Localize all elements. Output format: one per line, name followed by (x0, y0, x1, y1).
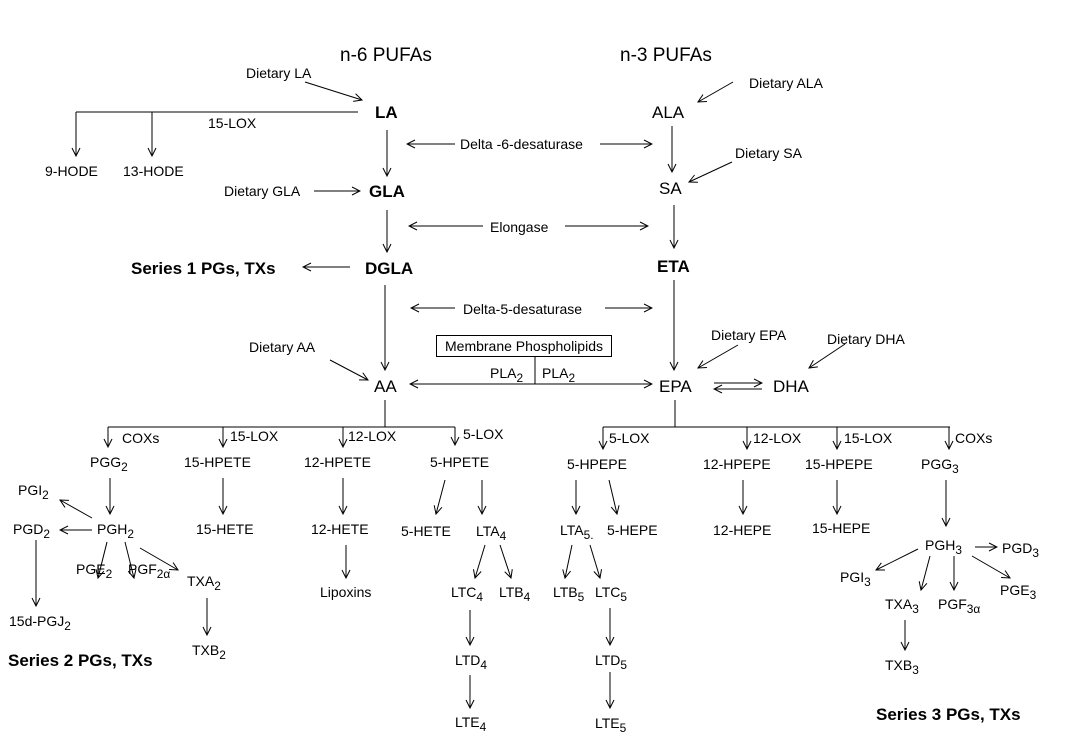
dietary-dha-label: Dietary DHA (827, 331, 905, 347)
dietary-sa-label: Dietary SA (735, 145, 802, 161)
enzyme-delta6-desaturase: Delta -6-desaturase (460, 136, 583, 152)
epa-5-lox-label: 5-LOX (609, 430, 650, 446)
arrow-ltb5 (565, 544, 573, 578)
node-lta5: LTA5. (560, 522, 594, 543)
arrow-ltc5 (589, 544, 600, 578)
node-ltd5: LTD5 (595, 652, 628, 673)
arrow-ltc4 (475, 544, 486, 578)
arrow-pgh3-pgi3 (876, 548, 919, 570)
pla2-left-label: PLA2 (490, 365, 524, 386)
arrow-dietary-dha (809, 343, 846, 368)
arrow-dietary-la (304, 81, 362, 100)
enzyme-elongase: Elongase (490, 219, 549, 235)
node-pgh2: PGH2 (97, 521, 134, 542)
epa-15-lox-label: 15-LOX (844, 430, 893, 446)
node-ltd4: LTD4 (455, 652, 488, 673)
arrow-pgh3-pge3 (971, 555, 1010, 578)
node-pgi2: PGI2 (18, 482, 49, 503)
node-la: LA (375, 103, 398, 122)
node-lte4: LTE4 (455, 714, 487, 735)
node-txa3: TXA3 (885, 596, 919, 617)
node-txa2: TXA2 (187, 573, 221, 594)
node-pge2: PGE2 (76, 561, 113, 582)
node-txb2: TXB2 (192, 642, 226, 663)
arrow-pgh2-pgi2 (60, 500, 93, 519)
node-pgf2a: PGF2α (128, 561, 171, 582)
series-1-label: Series 1 PGs, TXs (131, 259, 276, 278)
node-15-hete: 15-HETE (196, 521, 254, 537)
node-lte5: LTE5 (595, 715, 627, 736)
arrow-5-hepe (608, 479, 617, 514)
node-pgd2: PGD2 (13, 521, 50, 542)
arrow-dietary-aa (329, 359, 368, 380)
node-lipoxins: Lipoxins (320, 584, 372, 600)
node-dha: DHA (773, 377, 809, 396)
node-ltc4: LTC4 (451, 584, 484, 605)
node-pgi3: PGI3 (840, 569, 871, 590)
arrow-pgh2-txa2 (139, 547, 178, 570)
node-15-hepe: 15-HEPE (812, 520, 871, 536)
node-5-hpepe: 5-HPEPE (567, 456, 627, 472)
node-aa: AA (374, 377, 397, 396)
pla2-right-label: PLA2 (542, 365, 576, 386)
node-gla: GLA (369, 182, 405, 201)
node-5-hete: 5-HETE (401, 523, 451, 539)
node-pgh3: PGH3 (925, 537, 962, 558)
node-12-hete: 12-HETE (311, 521, 369, 537)
series-2-label: Series 2 PGs, TXs (8, 651, 153, 670)
arrow-dietary-sa (689, 161, 733, 182)
node-lta4: LTA4 (476, 523, 507, 544)
node-15-hpete: 15-HPETE (184, 454, 251, 470)
arrow-dietary-ala (698, 81, 734, 102)
node-dgla: DGLA (365, 259, 414, 278)
n3-pufas-header: n-3 PUFAs (620, 45, 712, 66)
node-eta: ETA (657, 257, 690, 276)
aa-coxs-label: COXs (122, 430, 160, 446)
node-pgd3: PGD3 (1002, 540, 1039, 561)
node-pgg3: PGG3 (921, 456, 959, 477)
node-pge3: PGE3 (1000, 582, 1037, 603)
lox15-la-label: 15-LOX (208, 115, 257, 131)
dietary-aa-label: Dietary AA (249, 339, 316, 355)
node-ala: ALA (652, 103, 685, 122)
arrow-ltb4 (499, 544, 511, 578)
node-ltc5: LTC5 (595, 584, 628, 605)
node-ltb4: LTB4 (499, 584, 531, 605)
aa-15-lox-label: 15-LOX (230, 428, 279, 444)
dietary-ala-label: Dietary ALA (749, 75, 823, 91)
node-12-hpepe: 12-HPEPE (703, 456, 771, 472)
arrow-pgh2-pge2 (98, 541, 108, 578)
node-15d-pgj2: 15d-PGJ2 (9, 613, 71, 634)
node-sa: SA (659, 179, 682, 198)
node-5-hpete: 5-HPETE (430, 454, 490, 470)
enzyme-delta5-desaturase: Delta-5-desaturase (463, 301, 583, 317)
arrow-dietary-epa (698, 344, 739, 368)
dietary-la-label: Dietary LA (246, 65, 312, 81)
series-3-label: Series 3 PGs, TXs (876, 705, 1021, 724)
membrane-phospholipids-box: Membrane Phospholipids (436, 335, 612, 357)
dietary-gla-label: Dietary GLA (224, 183, 301, 199)
node-5-hepe: 5-HEPE (607, 522, 658, 538)
node-13-hode: 13-HODE (123, 163, 184, 179)
arrow-5-hete (436, 479, 446, 514)
epa-12-lox-label: 12-LOX (753, 430, 802, 446)
node-15-hpepe: 15-HPEPE (805, 456, 873, 472)
node-epa: EPA (659, 377, 692, 396)
epa-coxs-label: COXs (955, 430, 993, 446)
node-pgf3a: PGF3α (938, 596, 981, 617)
aa-5-lox-label: 5-LOX (463, 426, 504, 442)
dietary-epa-label: Dietary EPA (711, 327, 787, 343)
node-pgg2: PGG2 (90, 454, 128, 475)
node-12-hepe: 12-HEPE (713, 522, 772, 538)
arrow-pgh3-txa3 (921, 555, 931, 590)
node-ltb5: LTB5 (553, 584, 585, 605)
aa-12-lox-label: 12-LOX (348, 428, 397, 444)
arrow-pgh2-pgf2a (124, 541, 134, 578)
node-9-hode: 9-HODE (45, 163, 98, 179)
node-12-hpete: 12-HPETE (304, 454, 371, 470)
n6-pufas-header: n-6 PUFAs (340, 45, 432, 66)
node-txb3: TXB3 (885, 657, 919, 678)
